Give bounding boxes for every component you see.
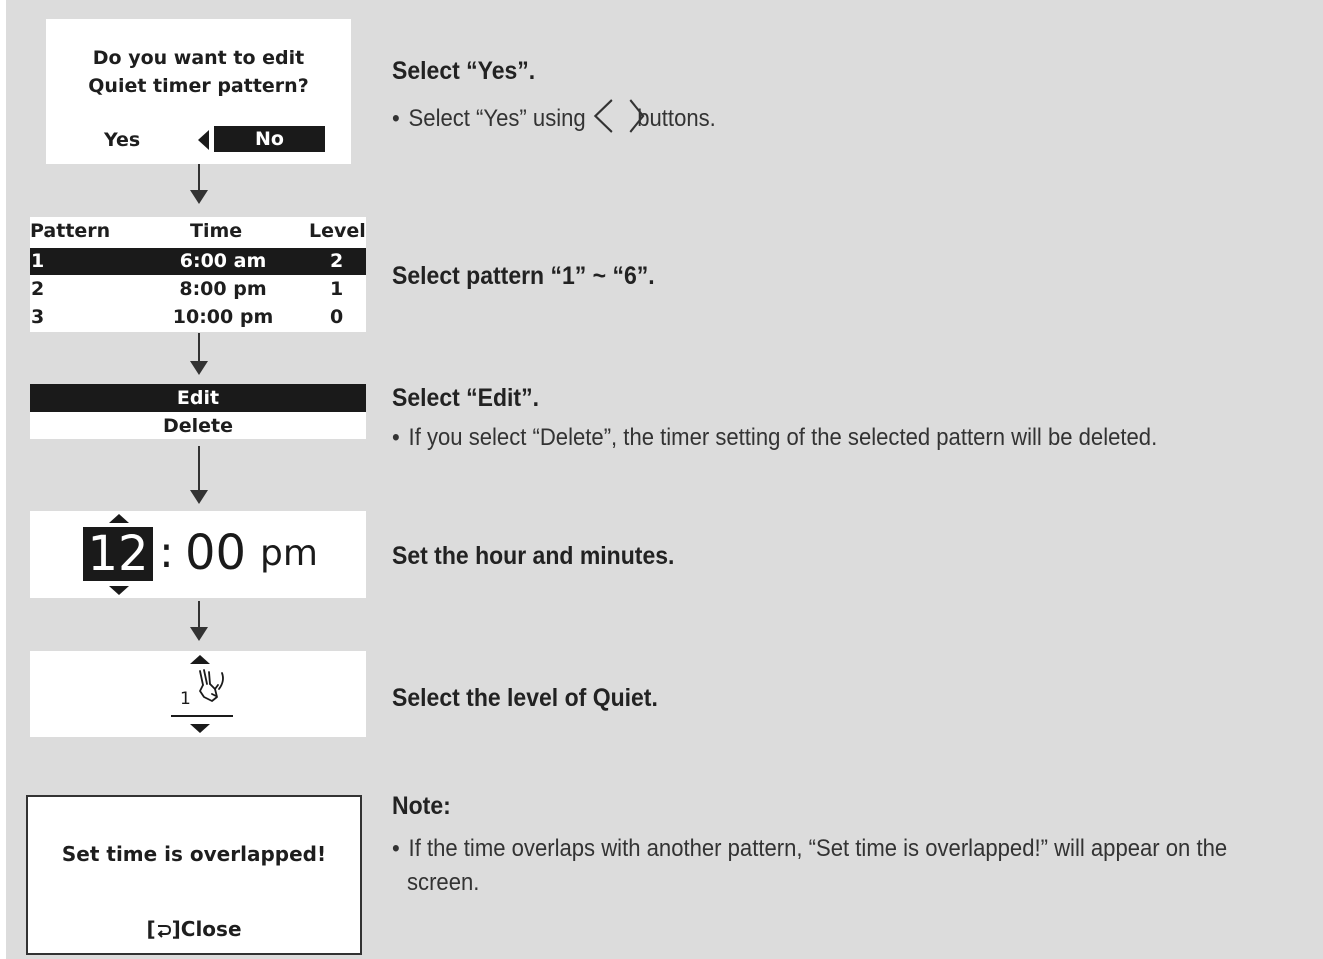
step1-body: • Select “Yes” using buttons. (392, 98, 716, 134)
bullet: • (392, 835, 400, 862)
row-level: 2 (330, 250, 344, 272)
ampm-value: pm (260, 533, 318, 574)
column-header-pattern: Pattern (30, 220, 111, 242)
note-body-line1-text: If the time overlaps with another patter… (408, 835, 1228, 862)
edit-menu-item[interactable]: Edit (30, 384, 366, 412)
step1-body-part2: buttons. (637, 105, 716, 132)
confirm-question-line1: Do you want to edit (92, 47, 305, 69)
time-separator: : (159, 527, 174, 578)
confirm-question-line2: Quiet timer pattern? (88, 75, 309, 97)
column-header-time: Time (190, 220, 243, 242)
flow-arrow-3 (189, 446, 209, 504)
left-arrow-icon (198, 130, 209, 150)
close-label: Close (180, 917, 242, 941)
up-arrow-icon[interactable] (109, 514, 129, 523)
edit-confirm-screen: Do you want to edit Quiet timer pattern?… (46, 19, 351, 164)
row-pattern: 3 (31, 306, 45, 328)
step3-body: • If you select “Delete”, the timer setti… (392, 424, 1157, 452)
close-button[interactable]: []Close (28, 917, 360, 941)
row-pattern: 2 (31, 278, 45, 300)
hour-field[interactable]: 12 (83, 526, 153, 582)
row-level: 1 (330, 278, 344, 300)
no-option-label: No (255, 128, 284, 150)
row-time: 10:00 pm (172, 306, 274, 328)
no-option[interactable]: No (214, 126, 325, 152)
up-arrow-icon[interactable] (190, 655, 210, 664)
hour-value: 12 (87, 526, 149, 582)
step1-title: Select “Yes”. (392, 57, 536, 85)
close-bracket-close: ] (171, 917, 181, 941)
flow-arrow-2 (189, 333, 209, 375)
edit-menu-label: Edit (176, 387, 220, 409)
left-chevron-icon (593, 99, 613, 133)
table-row[interactable]: 2 8:00 pm 1 (30, 276, 366, 303)
quiet-level-screen: 1 (30, 651, 366, 737)
minutes-value[interactable]: 00 (185, 525, 247, 581)
row-time: 8:00 pm (179, 278, 267, 300)
note-body-line1: • If the time overlaps with another patte… (392, 835, 1227, 863)
table-row[interactable]: 3 10:00 pm 0 (30, 304, 366, 331)
quiet-hand-icon (199, 669, 224, 702)
level-value: 1 (180, 689, 191, 709)
level-divider (171, 715, 233, 717)
step1-body-part1: Select “Yes” using (408, 105, 586, 132)
bullet: • (392, 105, 400, 132)
step4-title: Set the hour and minutes. (392, 542, 675, 570)
row-level: 0 (330, 306, 344, 328)
flow-arrow-4 (189, 601, 209, 641)
step2-title: Select pattern “1” ~ “6”. (392, 262, 655, 290)
bullet: • (392, 424, 400, 451)
flow-arrow-1 (189, 164, 209, 204)
note-title: Note: (392, 792, 451, 820)
column-header-level: Level (309, 220, 366, 242)
row-time: 6:00 am (179, 250, 267, 272)
return-icon (157, 925, 171, 938)
right-chevron-icon (629, 99, 645, 133)
down-arrow-icon[interactable] (109, 586, 129, 595)
delete-menu-label: Delete (162, 415, 234, 437)
step5-title: Select the level of Quiet. (392, 684, 658, 712)
step3-title: Select “Edit”. (392, 384, 539, 412)
edit-delete-menu: Edit Delete (30, 384, 366, 439)
close-bracket-open: [ (146, 917, 156, 941)
delete-menu-item[interactable]: Delete (30, 413, 366, 439)
yes-option[interactable]: Yes (104, 129, 141, 151)
overlap-message: Set time is overlapped! (61, 842, 327, 866)
overlap-warning-screen: Set time is overlapped! []Close (26, 795, 362, 955)
table-row-selected[interactable]: 1 6:00 am 2 (30, 248, 366, 275)
step3-body-text: If you select “Delete”, the timer settin… (408, 424, 1158, 451)
note-body-line2: screen. (407, 869, 480, 896)
pattern-list-screen: Pattern Time Level 1 6:00 am 2 2 8:00 pm… (30, 217, 366, 332)
down-arrow-icon[interactable] (190, 724, 210, 733)
row-pattern: 1 (31, 250, 45, 272)
time-set-screen: 12 : 00 pm (30, 511, 366, 598)
